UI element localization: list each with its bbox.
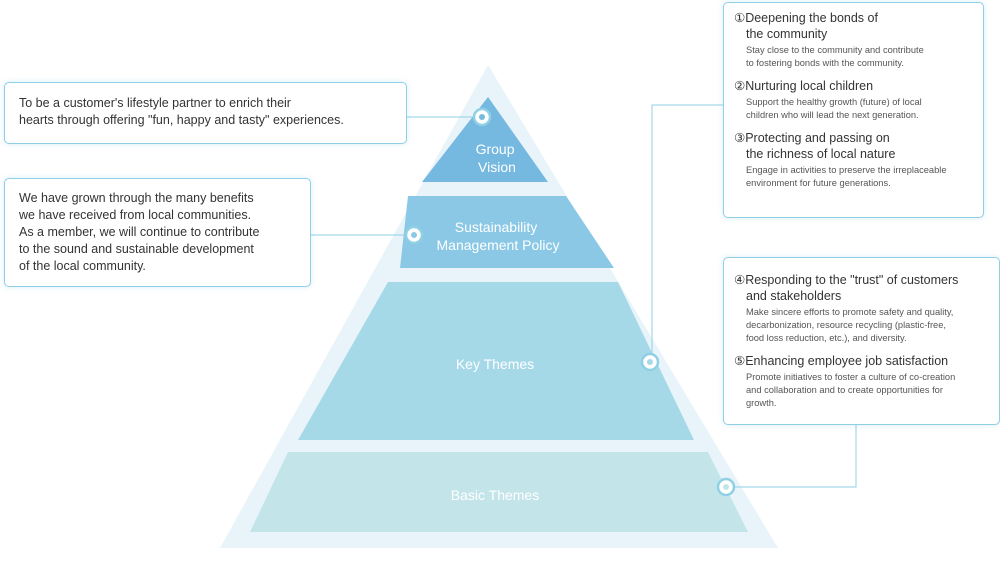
tier-label-key-themes: Key Themes xyxy=(456,356,534,372)
tier-label-basic-themes: Basic Themes xyxy=(451,487,539,503)
key-theme-title: ②Nurturing local children xyxy=(734,79,874,93)
tier-label-group-vision: Group Vision xyxy=(476,141,519,175)
tier-label-sustainability-policy: Sustainability Management Policy xyxy=(437,219,560,253)
key-theme-item: ③Protecting and passing on the richness … xyxy=(734,130,973,190)
marker-policy xyxy=(404,225,424,245)
sustainability-policy-text: We have grown through the many benefits … xyxy=(19,191,260,273)
key-theme-item: ②Nurturing local children Support the he… xyxy=(734,78,973,122)
marker-basic-themes xyxy=(716,477,736,497)
key-theme-title: ①Deepening the bonds of the community xyxy=(734,11,878,41)
basic-theme-item: ⑤Enhancing employee job satisfaction Pro… xyxy=(734,353,989,410)
key-theme-item: ①Deepening the bonds of the community St… xyxy=(734,10,973,70)
key-theme-desc: Support the healthy growth (future) of l… xyxy=(746,97,922,120)
tier-group-vision xyxy=(422,97,548,182)
key-theme-desc: Engage in activities to preserve the irr… xyxy=(746,165,947,188)
key-themes-callout: ①Deepening the bonds of the community St… xyxy=(723,2,984,218)
tier-key-themes xyxy=(298,282,694,440)
basic-theme-desc: Promote initiatives to foster a culture … xyxy=(746,372,956,408)
tier-sustainability-policy xyxy=(400,196,614,268)
group-vision-text: To be a customer's lifestyle partner to … xyxy=(19,96,344,127)
basic-theme-item: ④Responding to the "trust" of customers … xyxy=(734,272,989,345)
basic-theme-title: ⑤Enhancing employee job satisfaction xyxy=(734,354,949,368)
marker-vision xyxy=(472,107,492,127)
marker-key-themes xyxy=(640,352,660,372)
basic-themes-callout: ④Responding to the "trust" of customers … xyxy=(723,257,1000,425)
basic-theme-desc: Make sincere efforts to promote safety a… xyxy=(746,307,954,343)
key-theme-title: ③Protecting and passing on the richness … xyxy=(734,131,896,161)
sustainability-policy-callout: We have grown through the many benefits … xyxy=(4,178,311,287)
connector-key-themes xyxy=(651,104,723,362)
tier-basic-themes xyxy=(250,452,748,532)
connector-basic-themes xyxy=(726,425,857,488)
key-theme-desc: Stay close to the community and contribu… xyxy=(746,45,924,68)
group-vision-callout: To be a customer's lifestyle partner to … xyxy=(4,82,407,144)
basic-theme-title: ④Responding to the "trust" of customers … xyxy=(734,273,959,303)
